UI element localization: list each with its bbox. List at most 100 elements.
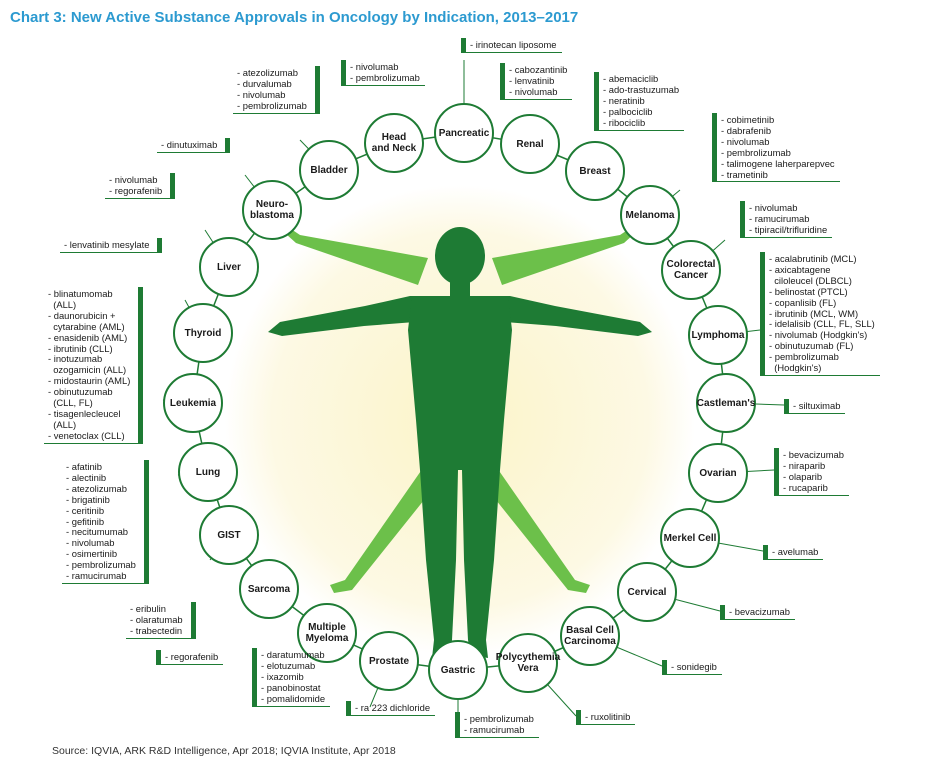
drug-item: - sonidegib: [671, 661, 717, 673]
drug-list-bar: [763, 545, 768, 560]
drug-name: elotuzumab: [266, 659, 316, 671]
indication-label: Colorectal Cancer: [666, 259, 716, 281]
drug-item: - elotuzumab: [261, 659, 325, 672]
drug-name: sonidegib: [676, 661, 717, 672]
indication-label: Cervical: [627, 586, 667, 598]
drug-name: avelumab: [777, 546, 819, 557]
drug-bullet: -: [66, 461, 72, 472]
drug-bullet: -: [66, 559, 72, 571]
indication-label: GIST: [217, 529, 241, 541]
drug-item: - idelalisib (CLL, FL, SLL): [769, 318, 875, 330]
drug-item: - panobinostat: [261, 682, 325, 694]
indication-circle-neuroblastoma: Neuro- blastoma: [242, 180, 302, 240]
drug-name: atezolizumab: [71, 482, 127, 494]
drug-name: blinatumomab (ALL): [53, 288, 113, 310]
drug-bullet: -: [603, 116, 609, 128]
drug-name: tipiracil/trifluridine: [754, 223, 828, 235]
drug-name: neratinib: [608, 94, 645, 106]
drug-name: pembrolizumab: [242, 99, 307, 111]
indication-label: Polycythemia Vera: [495, 652, 561, 674]
drug-name: ramucirumab: [469, 723, 525, 735]
indication-label: Merkel Cell: [663, 532, 717, 544]
drug-list-items: - nivolumab- regorafenib: [109, 174, 162, 197]
drug-list-items: - ra 223 dichloride: [355, 702, 430, 714]
drug-item: - pembrolizumab: [237, 99, 307, 112]
drug-list-bar: [712, 113, 717, 183]
drug-list-bar: [341, 60, 346, 86]
drug-item: - venetoclax (CLL): [48, 430, 130, 442]
drug-bullet: -: [237, 99, 243, 111]
drug-name: osimertinib: [71, 548, 118, 560]
drug-bullet: -: [783, 449, 789, 460]
drug-item: - avelumab: [772, 546, 819, 558]
drug-name: talimogene laherparepvec: [726, 157, 835, 169]
drug-name: nivolumab: [242, 88, 286, 100]
indication-label: Renal: [516, 138, 544, 150]
indication-circle-thyroid: Thyroid: [173, 303, 233, 363]
drug-item: - brigatinib: [66, 493, 136, 506]
drug-name: nivolumab: [355, 61, 399, 72]
drug-bullet: -: [603, 73, 609, 84]
drug-bullet: -: [783, 470, 789, 482]
figure-neck: [450, 280, 470, 296]
drug-bullet: -: [48, 309, 54, 321]
drug-name: tisagenlecleucel (ALL): [53, 407, 121, 430]
drug-bullet: -: [721, 114, 727, 125]
drug-list-bar: [740, 201, 745, 238]
figure-legs: [420, 470, 500, 658]
drug-name: ibrutinib (CLL): [53, 342, 113, 354]
drug-bullet: -: [585, 711, 591, 722]
drug-name: acalabrutinib (MCL): [774, 253, 857, 264]
drug-list-rule: [461, 51, 562, 53]
drug-bullet: -: [161, 139, 167, 150]
source-note: Source: IQVIA, ARK R&D Intelligence, Apr…: [52, 745, 396, 757]
drug-name: brigatinib: [71, 493, 110, 505]
drug-list-bar: [500, 63, 505, 100]
drug-bullet: -: [509, 74, 515, 86]
drug-item: - bevacizumab: [729, 606, 790, 618]
drug-bullet: -: [509, 85, 515, 97]
drug-bullet: -: [48, 407, 54, 419]
drug-bullet: -: [769, 296, 775, 308]
drug-list-items: - blinatumomab (ALL)- daunorubicin + cyt…: [48, 288, 130, 442]
drug-item: - talimogene laherparepvec: [721, 157, 835, 170]
drug-item: - niraparib: [783, 460, 844, 472]
drug-item: - atezolizumab: [66, 482, 136, 495]
drug-name: inotuzumab ozogamicin (ALL): [53, 353, 127, 376]
drug-bullet: -: [769, 307, 775, 319]
drug-item: - irinotecan liposome: [470, 39, 557, 51]
drug-name: pembrolizumab (Hodgkin's): [774, 351, 839, 374]
indication-circle-ovarian: Ovarian: [688, 443, 748, 503]
drug-name: abemaciclib: [608, 73, 659, 84]
drug-name: durvalumab: [242, 77, 292, 89]
drug-bullet: -: [66, 548, 72, 560]
drug-list-rule: [105, 197, 175, 199]
drug-bullet: -: [721, 135, 727, 147]
drug-bullet: -: [729, 606, 735, 617]
drug-name: daunorubicin + cytarabine (AML): [53, 309, 125, 332]
drug-list-items: - bevacizumab: [729, 606, 790, 618]
drug-name: palbociclib: [608, 105, 653, 117]
indication-label: Basal Cell Carcinoma: [564, 625, 616, 647]
drug-list-bar: [190, 602, 196, 639]
drug-bullet: -: [261, 649, 267, 660]
indication-circle-cervical: Cervical: [617, 562, 677, 622]
drug-list-items: - cabozantinib- lenvatinib- nivolumab: [509, 64, 567, 98]
drug-bullet: -: [793, 400, 799, 411]
drug-name: pembrolizumab: [71, 559, 136, 571]
indication-label: Castleman's: [696, 397, 756, 409]
drug-list-items: - bevacizumab- niraparib- olaparib- ruca…: [783, 449, 844, 494]
spread-leg-left: [330, 455, 448, 593]
indication-circle-pancreatic: Pancreatic: [434, 103, 494, 163]
drug-item: - necitumumab: [66, 526, 136, 538]
drug-bullet: -: [66, 537, 72, 549]
drug-item: - afatinib: [66, 461, 136, 473]
indication-circle-castlemans: Castleman's: [696, 373, 756, 433]
indication-circle-melanoma: Melanoma: [620, 185, 680, 245]
drug-bullet: -: [261, 692, 267, 704]
drug-bullet: -: [48, 331, 54, 343]
drug-list-items: - abemaciclib- ado-trastuzumab- neratini…: [603, 73, 679, 129]
drug-list-rule: [774, 494, 849, 496]
spread-leg-right: [472, 455, 590, 593]
